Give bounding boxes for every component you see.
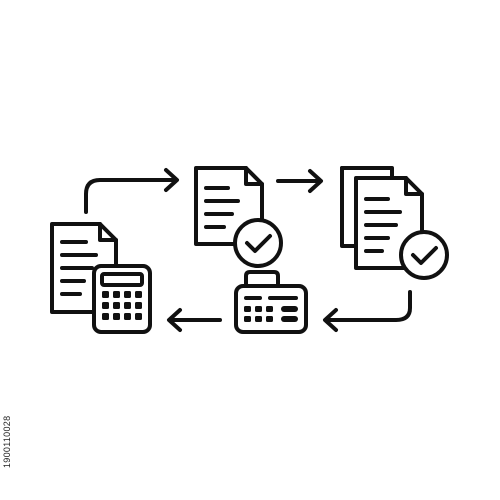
document-approved-icon — [194, 166, 283, 268]
document-with-calculator-icon — [50, 222, 152, 334]
arrow-right-top-right — [276, 169, 323, 193]
calculator-keys — [102, 291, 142, 320]
payment-terminal-icon — [234, 270, 308, 334]
checkmark-badge-icon — [233, 218, 283, 268]
image-id-text: 1900110028 — [2, 415, 12, 468]
calculator-icon — [92, 264, 152, 334]
arrow-right-top-left — [84, 168, 179, 214]
stacked-documents-approved-icon — [340, 166, 449, 280]
checkmark-badge-icon — [399, 230, 449, 280]
arrow-left-bottom-left — [167, 308, 222, 332]
arrow-left-bottom-right — [323, 290, 412, 332]
